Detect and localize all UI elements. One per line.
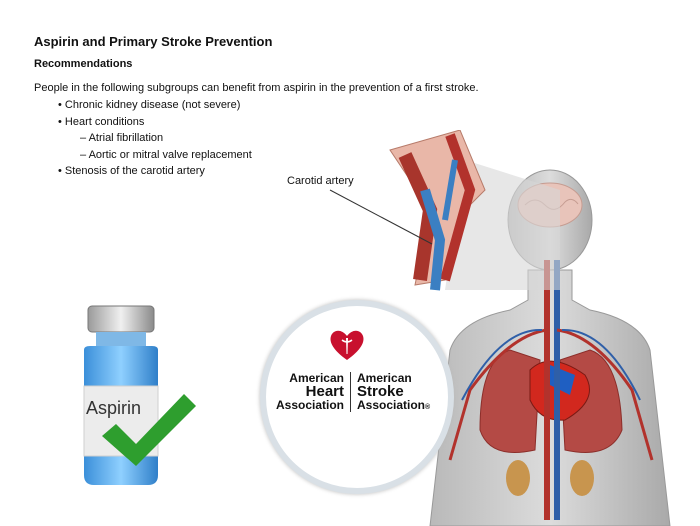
section-heading: Recommendations bbox=[34, 58, 133, 70]
logo-divider bbox=[350, 372, 351, 412]
logo-right-line1: American bbox=[357, 371, 412, 385]
logo-left: American Heart Association bbox=[272, 372, 344, 411]
logo-right-line2: Stroke bbox=[357, 383, 404, 400]
checkmark-icon bbox=[102, 394, 196, 466]
list-item-heart: • Heart conditions bbox=[58, 116, 145, 128]
aspirin-label: Aspirin bbox=[86, 398, 142, 418]
intro-text: People in the following subgroups can be… bbox=[34, 82, 479, 94]
list-item-carotid: • Stenosis of the carotid artery bbox=[58, 165, 205, 177]
body-illustration bbox=[429, 169, 671, 526]
logo-left-line3: Association bbox=[275, 398, 344, 412]
callout-line bbox=[329, 189, 433, 245]
list-subitem-afib: – Atrial fibrillation bbox=[80, 132, 164, 144]
carotid-artery-closeup bbox=[389, 130, 560, 291]
registered-mark: ® bbox=[425, 404, 431, 411]
logo-right-line3: Association bbox=[357, 398, 426, 412]
logo-left-line1: American bbox=[289, 371, 344, 385]
logo-left-line2: Heart bbox=[305, 383, 344, 400]
page-title: Aspirin and Primary Stroke Prevention bbox=[34, 34, 273, 49]
carotid-artery-label: Carotid artery bbox=[287, 175, 354, 187]
list-subitem-valve: – Aortic or mitral valve replacement bbox=[80, 149, 252, 161]
list-item-kidney: • Chronic kidney disease (not severe) bbox=[58, 99, 241, 111]
heart-torch-icon bbox=[330, 330, 364, 360]
logo-right: American Stroke Association® bbox=[357, 372, 437, 414]
